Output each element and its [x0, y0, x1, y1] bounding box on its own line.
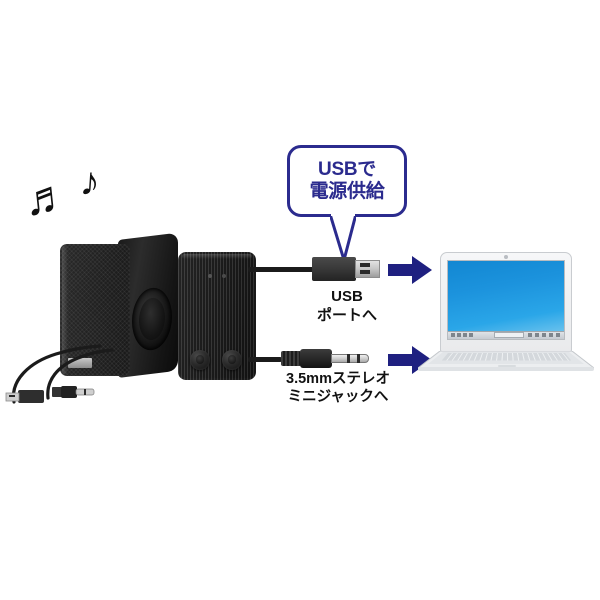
- taskbar-icon-start: [451, 333, 455, 337]
- label-audio-jack: 3.5mmステレオ ミニジャックへ: [286, 371, 390, 406]
- taskbar-icon-tray-3: [542, 333, 546, 337]
- power-knob[interactable]: [222, 350, 242, 370]
- audio-plug: [281, 348, 369, 370]
- laptop: [418, 252, 594, 374]
- callout-bubble: USBで 電源供給: [287, 145, 407, 217]
- music-note-single-icon: ♪: [78, 159, 102, 205]
- speaker-right: [178, 252, 256, 380]
- laptop-trackpad: [498, 365, 516, 367]
- speaker-right-edge-highlight: [182, 254, 252, 259]
- callout-bubble-text: USBで 電源供給: [309, 159, 385, 202]
- loose-usb-plug: [5, 390, 44, 403]
- loose-cables-group: [5, 344, 114, 404]
- usb-plug-slot-upper: [360, 263, 370, 267]
- callout-bubble-tail: [330, 214, 356, 260]
- audio-plug-ring-second: [357, 354, 360, 363]
- taskbar-search-field: [494, 332, 524, 338]
- volume-knob[interactable]: [190, 350, 210, 370]
- taskbar-icon-app-2: [463, 333, 467, 337]
- speaker-left-edge-highlight: [62, 246, 68, 374]
- taskbar-icon-app-3: [469, 333, 473, 337]
- loose-audio-plug: [52, 386, 95, 398]
- taskbar-icon-tray-5: [556, 333, 560, 337]
- arrow-right-usb-icon: [388, 256, 432, 284]
- taskbar-icon-app-1: [457, 333, 461, 337]
- speaker-led-indicator: [208, 274, 212, 278]
- laptop-webcam-icon: [504, 255, 508, 259]
- speaker-left-driver-cone: [139, 296, 165, 342]
- audio-plug-tip: [331, 354, 369, 363]
- audio-plug-barrel: [300, 349, 332, 368]
- laptop-screen: [447, 260, 565, 340]
- audio-plug-grip: [281, 351, 301, 366]
- usb-plug: [312, 255, 384, 283]
- speaker-brand-logo: [68, 358, 92, 368]
- audio-plug-ring-first: [347, 354, 350, 363]
- usb-cable: [248, 267, 316, 272]
- speaker-led-indicator-secondary: [222, 274, 226, 278]
- label-usb-port: USB ポートへ: [316, 288, 377, 324]
- music-note-double-icon: ♬: [21, 168, 73, 226]
- usb-plug-slot-lower: [360, 270, 370, 274]
- music-notes-group: ♬ ♪: [18, 159, 118, 230]
- usb-plug-body: [312, 257, 356, 281]
- taskbar-icon-tray-1: [528, 333, 532, 337]
- taskbar-icon-tray-4: [549, 333, 553, 337]
- audio-cable: [248, 357, 282, 362]
- taskbar-icon-tray-2: [535, 333, 539, 337]
